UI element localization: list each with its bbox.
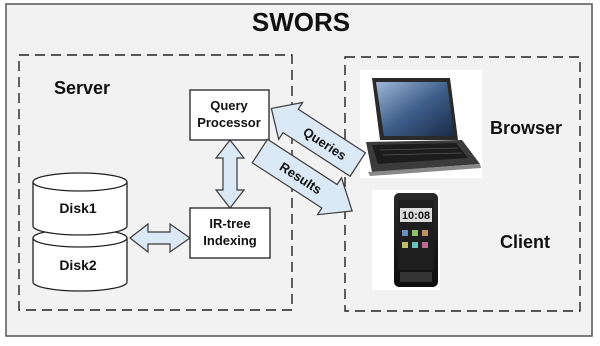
- query-processor-label-line1: Query: [210, 98, 248, 113]
- browser-label: Browser: [490, 118, 562, 138]
- diagram-title: SWORS: [252, 7, 350, 37]
- disk1-label: Disk1: [59, 200, 97, 216]
- client-region: [344, 56, 581, 312]
- disk2-label: Disk2: [59, 257, 97, 273]
- ir-tree-label-line2: Indexing: [203, 233, 257, 248]
- server-label: Server: [54, 78, 110, 98]
- ir-tree-label-line1: IR-tree: [209, 216, 250, 231]
- phone-clock: 10:08: [402, 210, 430, 222]
- query-processor-box: [189, 89, 270, 141]
- ir-tree-box: [189, 207, 271, 259]
- smartphone-icon: 10:08: [372, 190, 440, 290]
- disk2-cylinder: Disk2: [32, 228, 128, 292]
- query-processor-label-line2: Processor: [197, 115, 261, 130]
- client-label: Client: [500, 232, 550, 252]
- laptop-icon: [360, 70, 482, 178]
- disk1-cylinder: Disk1: [32, 172, 128, 236]
